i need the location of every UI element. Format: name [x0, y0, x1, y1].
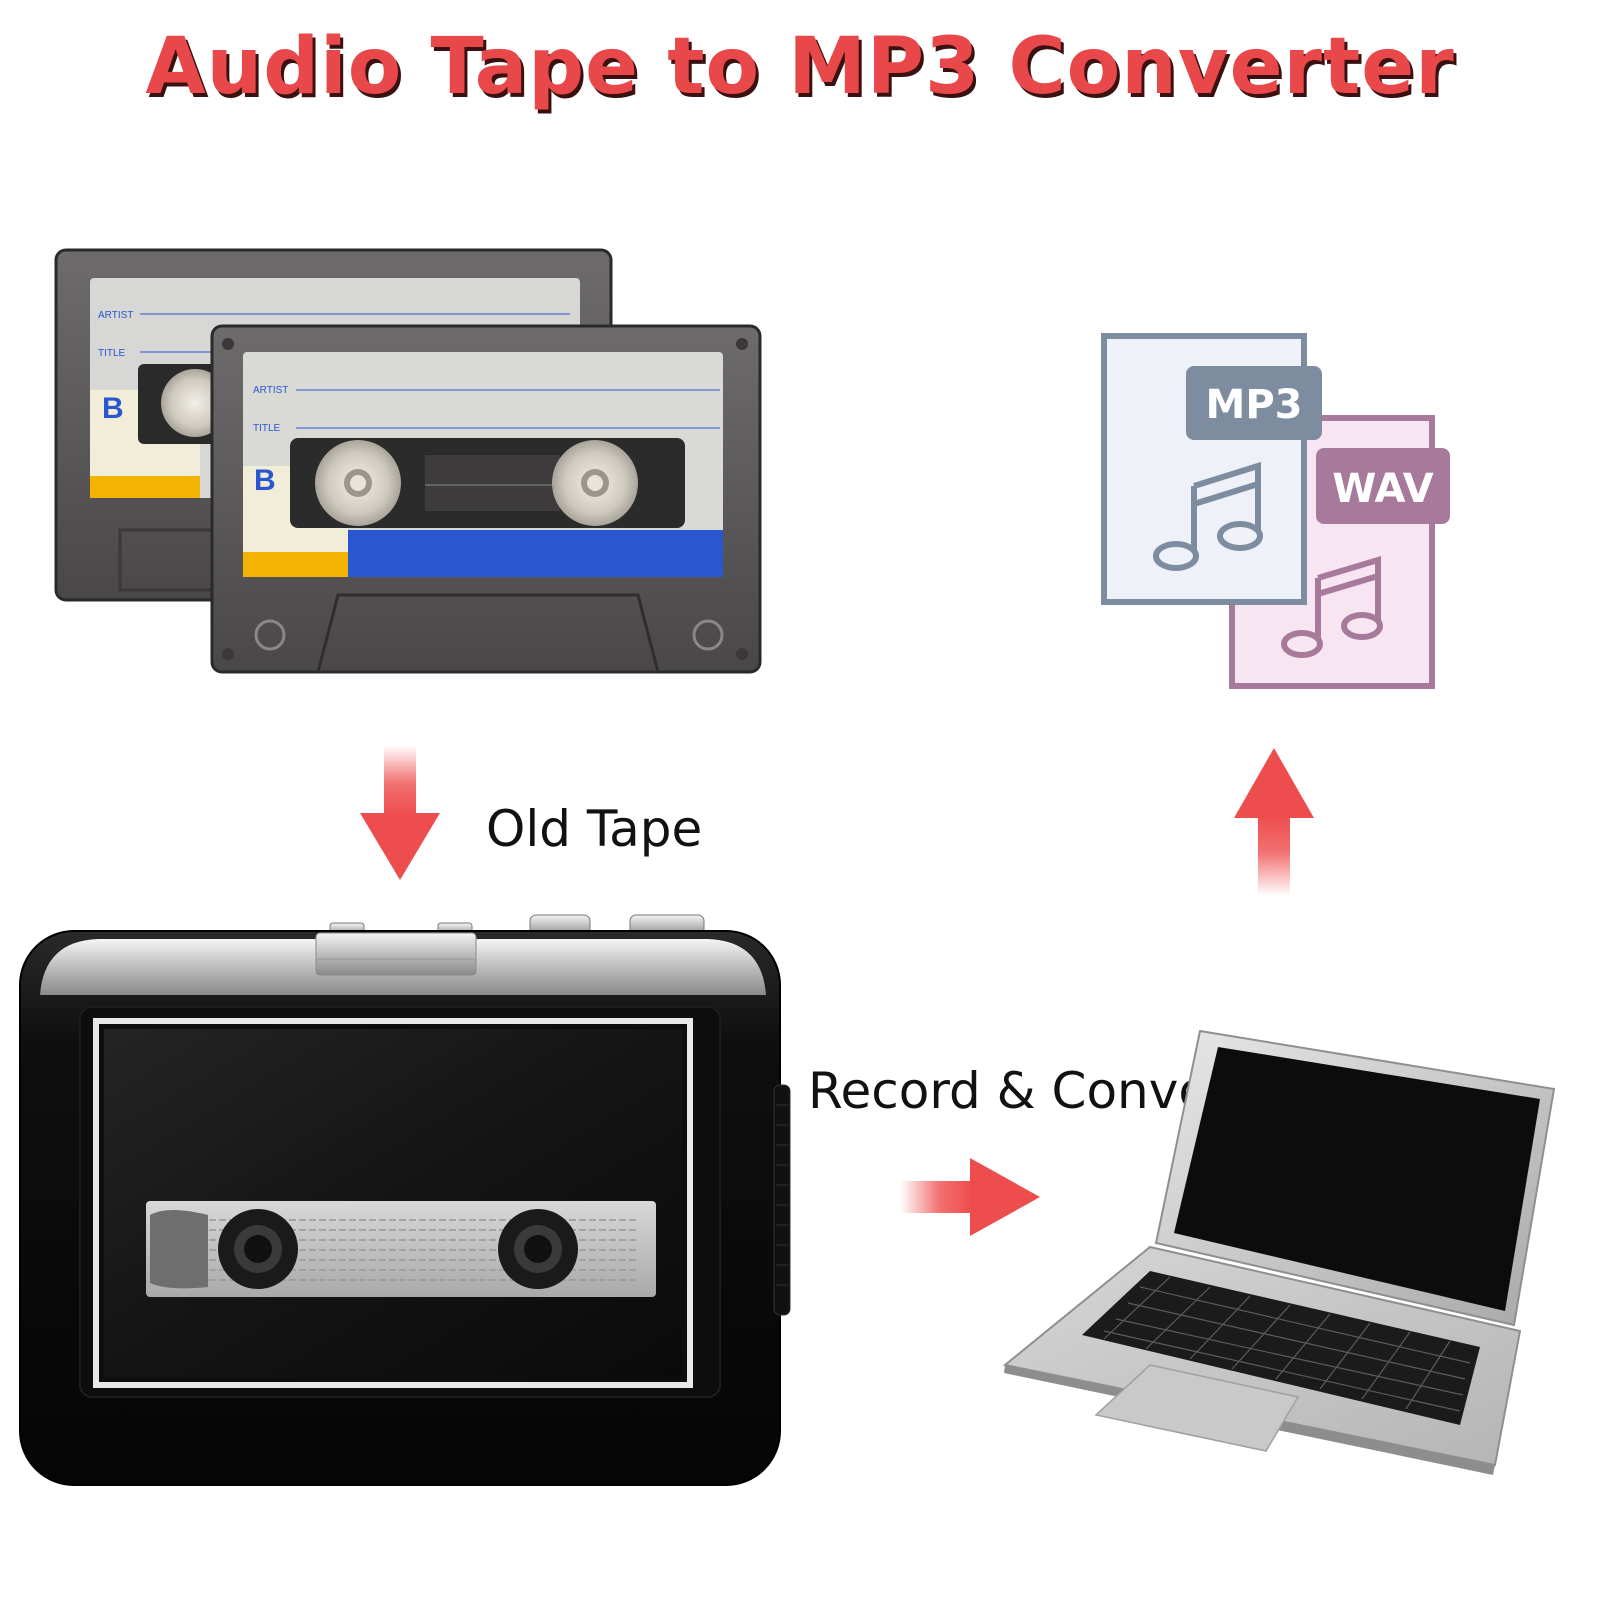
- up-arrow-icon: [1234, 748, 1314, 896]
- old-tape-caption: Old Tape: [486, 800, 703, 858]
- front-cassette: ARTIST TITLE B: [210, 324, 762, 674]
- back-cassette-title-label: TITLE: [98, 348, 126, 359]
- record-convert-caption: Record & Convert: [808, 1062, 1250, 1120]
- audio-files-illustration: WAV MP3: [1101, 333, 1450, 689]
- front-cassette-title-label: TITLE: [253, 423, 281, 434]
- cassette-tapes-illustration: B ARTIST TITLE ARTIST TITLE B: [54, 248, 762, 674]
- down-arrow-icon: [360, 745, 440, 880]
- mp3-file-label: MP3: [1206, 382, 1303, 428]
- back-cassette-side-label: B: [102, 392, 124, 425]
- back-cassette-artist-label: ARTIST: [98, 310, 133, 321]
- page-title: Audio Tape to MP3 Converter: [145, 22, 1455, 112]
- front-cassette-side-label: B: [254, 464, 276, 497]
- wav-file-label: WAV: [1332, 466, 1434, 512]
- cassette-player-illustration: [19, 914, 791, 1486]
- mp3-file-icon: MP3: [1101, 333, 1322, 605]
- laptop-illustration: [1002, 1029, 1556, 1475]
- front-cassette-artist-label: ARTIST: [253, 385, 288, 396]
- right-arrow-icon: [900, 1158, 1040, 1236]
